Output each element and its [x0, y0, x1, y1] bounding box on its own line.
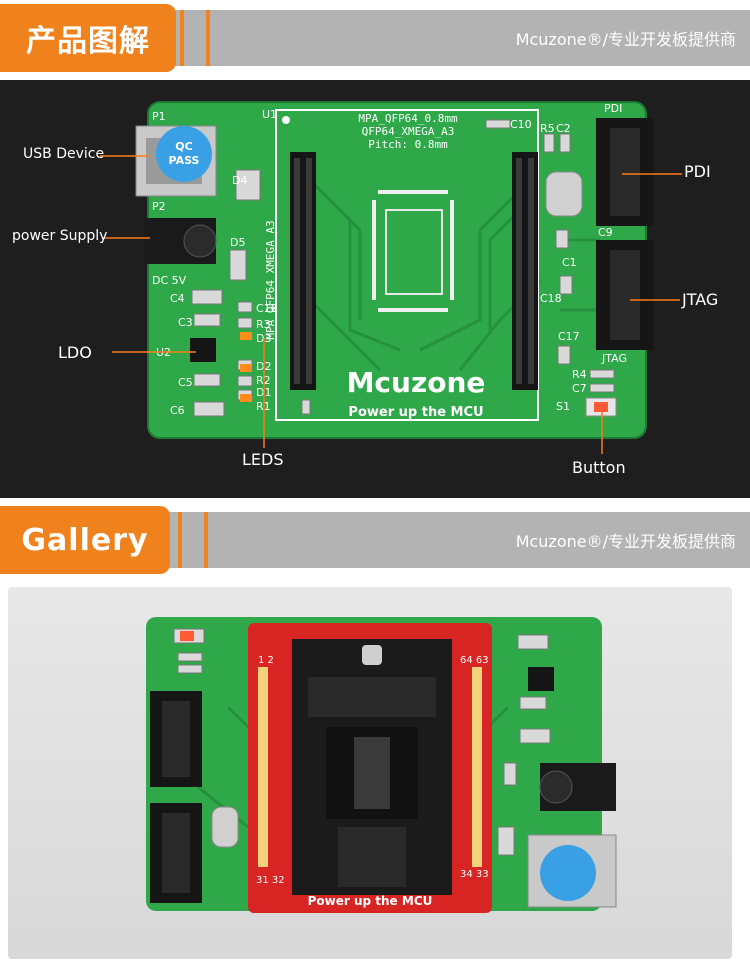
banner-stripe	[204, 512, 208, 568]
pin-label: 31 32	[256, 875, 285, 886]
section-banner-gallery: Gallery Mcuzone®/专业开发板提供商	[0, 506, 750, 574]
annotated-board-photo: QC PASS	[0, 80, 750, 498]
banner-stripe	[206, 10, 210, 66]
gallery-illustration: 1 2 64 63 31 32 34 33 Power up the MCU	[146, 617, 617, 913]
qc-text: QC	[175, 140, 192, 153]
ref-label: C7	[572, 382, 587, 395]
banner-tab: Gallery	[0, 506, 170, 574]
ref-label: C17	[558, 330, 580, 343]
socket-slogan: Power up the MCU	[308, 894, 433, 908]
ref-label: JTAG	[601, 352, 627, 365]
callout-leds: LEDS	[242, 450, 284, 469]
ref-label: U1	[262, 108, 277, 121]
ldo-chip	[190, 338, 216, 362]
silk-title-line: MPA_QFP64_0.8mm	[358, 112, 458, 125]
brand-text: Mcuzone®/专业开发板提供商	[515, 532, 736, 551]
brand-text: Mcuzone®/专业开发板提供商	[515, 30, 736, 49]
ref-label: C2	[556, 122, 571, 135]
section-banner-product: 产品图解 Mcuzone®/专业开发板提供商	[0, 4, 750, 72]
ref-label: C4	[170, 292, 185, 305]
pin-label: 34 33	[460, 869, 489, 880]
ref-label: C10	[510, 118, 532, 131]
callout-usb-device: USB Device	[23, 146, 105, 162]
section-title: Gallery	[21, 522, 149, 558]
ref-label: C6	[170, 404, 185, 417]
ref-label: C16	[256, 302, 278, 315]
right-header	[512, 152, 538, 390]
ref-label: R4	[572, 368, 587, 381]
ref-label: C3	[178, 316, 193, 329]
crystal	[545, 171, 583, 217]
qc-sticker	[156, 126, 212, 182]
ref-label: PDI	[604, 102, 622, 115]
silk-side-text: MPA_QFP64_XMEGA_A3	[264, 220, 277, 339]
banner-stripe	[178, 512, 182, 568]
banner-tab: 产品图解	[0, 4, 176, 72]
ref-label: D4	[232, 174, 247, 187]
ref-label: C9	[598, 226, 613, 239]
gallery-board-photo: 1 2 64 63 31 32 34 33 Power up the MCU	[8, 587, 732, 959]
callout-button: Button	[572, 458, 626, 477]
ref-label: C18	[540, 292, 562, 305]
banner-stripe	[180, 10, 184, 66]
pass-text: PASS	[169, 154, 200, 167]
ref-label: S1	[556, 400, 570, 413]
ref-label: P2	[152, 200, 166, 213]
qfp-pads	[372, 190, 454, 312]
board-slogan: Power up the MCU	[348, 405, 483, 420]
ref-label: C5	[178, 376, 193, 389]
ref-label: R5	[540, 122, 555, 135]
ldo-chip	[528, 667, 554, 691]
callout-jtag: JTAG	[682, 290, 719, 309]
ref-label: R3	[256, 318, 271, 331]
section-title: 产品图解	[26, 24, 150, 59]
board-logo: Mcuzone	[347, 366, 486, 399]
pin-label: 64 63	[460, 655, 489, 666]
crystal	[211, 806, 239, 848]
callout-power-supply: power Supply	[12, 228, 108, 244]
ref-label: DC 5V	[152, 274, 187, 287]
left-header	[290, 152, 316, 390]
callout-ldo: LDO	[58, 343, 92, 362]
ref-label: P1	[152, 110, 166, 123]
callout-pdi: PDI	[684, 162, 711, 181]
ref-label: C1	[562, 256, 577, 269]
silk-title-line: QFP64_XMEGA_A3	[362, 125, 455, 138]
qc-sticker	[540, 845, 596, 901]
silk-title-line: Pitch: 0.8mm	[368, 138, 448, 151]
pin-label: 1 2	[258, 655, 274, 666]
board-illustration: QC PASS	[100, 101, 682, 454]
ref-label: D5	[230, 236, 245, 249]
